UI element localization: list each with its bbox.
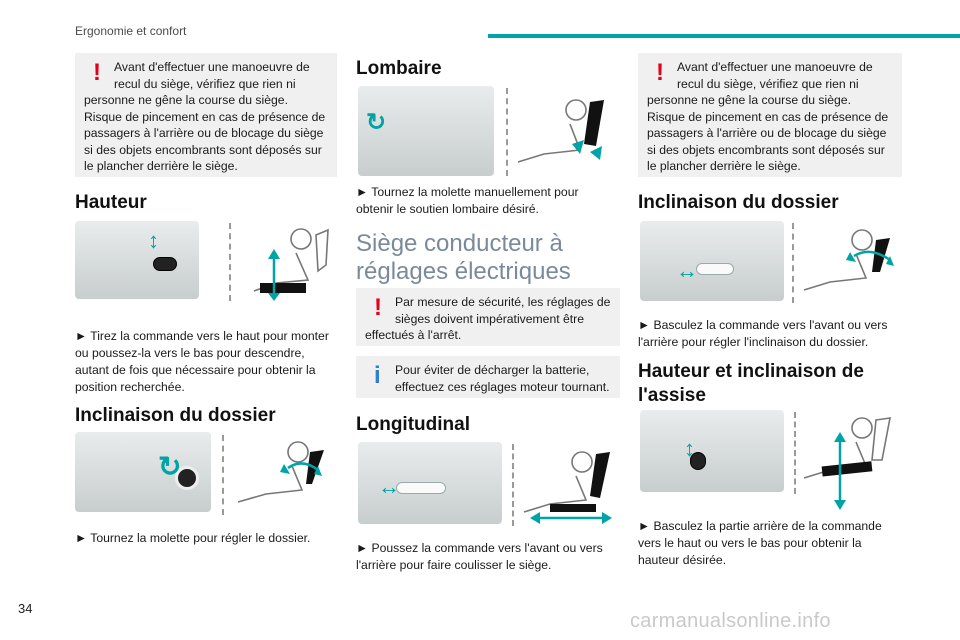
- warning-line: le plancher derrière le siège.: [647, 159, 801, 173]
- rotate-arrow-icon: ↻: [366, 109, 387, 136]
- warning-box-col1: ! Avant d'effectuer une manoeuvre de rec…: [75, 53, 337, 177]
- warning-line: personne ne gêne la course du siège.: [84, 93, 288, 107]
- figure-divider: [512, 444, 514, 526]
- seated-person-lumbar-icon: [517, 99, 604, 163]
- seated-person-cushion-icon: [803, 417, 891, 510]
- up-down-arrow-icon: ↕: [148, 228, 159, 253]
- title-line: Siège conducteur à: [356, 230, 563, 257]
- text-line: ► Basculez la partie arrière de la comma…: [638, 519, 882, 533]
- figure-divider: [794, 412, 796, 494]
- text-line: l'arrière pour faire coulisser le siège.: [356, 558, 552, 572]
- warning-line: passagers à l'arrière ou de blocage du s…: [647, 126, 887, 140]
- text-line: obtenir le soutien lombaire désiré.: [356, 202, 539, 216]
- height-lever-icon: [153, 257, 177, 271]
- figure-divider: [792, 223, 794, 303]
- figure-divider: [229, 223, 231, 301]
- left-right-arrow-icon: ↔: [676, 258, 698, 283]
- recline-knob-icon: [175, 466, 199, 490]
- seat-recline-illustration: [75, 432, 211, 512]
- text-line: hauteur désirée.: [638, 553, 727, 567]
- page-number: 34: [18, 601, 33, 616]
- warning-box-col3: ! Avant d'effectuer une manoeuvre de rec…: [638, 53, 902, 177]
- info-line: Pour éviter de décharger la batterie,: [395, 363, 590, 377]
- slide-switch-icon: [396, 482, 446, 494]
- text-line: vers le haut ou vers le bas pour obtenir…: [638, 536, 862, 550]
- warning-line: Avant d'effectuer une manoeuvre de: [677, 60, 873, 74]
- warning-line: sièges doivent impérativement être: [395, 311, 585, 326]
- seat-cushion-illustration: [640, 410, 784, 492]
- seat-electric-recline-illustration: [640, 221, 784, 301]
- section-title-electrique: Siège conducteur à réglages électriques: [356, 230, 571, 286]
- warning-icon: !: [656, 59, 664, 86]
- title-line: réglages électriques: [356, 258, 571, 285]
- text-line: ► Tournez la molette manuellement pour: [356, 185, 579, 199]
- text-line: l'arrière pour régler l'inclinaison du d…: [638, 335, 869, 349]
- text-line: autant de fois que nécessaire pour obten…: [75, 363, 316, 377]
- warning-line: recul du siège, vérifiez que rien ni: [114, 76, 296, 91]
- inclinaison-text: ► Tournez la molette pour régler le doss…: [75, 530, 337, 547]
- rotate-arrow-icon: ↻: [158, 451, 182, 482]
- section-title-inclinaison: Inclinaison du dossier: [75, 405, 276, 426]
- figure-divider: [222, 435, 224, 515]
- hauteur-text: ► Tirez la commande vers le haut pour mo…: [75, 328, 337, 396]
- left-right-arrow-icon: ↔: [378, 474, 400, 499]
- warning-line: Risque de pincement en cas de présence d…: [84, 109, 326, 124]
- figure-divider: [506, 88, 508, 176]
- seated-person-electric-recline-icon: [803, 229, 894, 291]
- longitudinal-text: ► Poussez la commande vers l'avant ou ve…: [356, 540, 618, 574]
- seat-slide-illustration: [358, 442, 502, 524]
- inclinaison-electrique-text: ► Basculez la commande vers l'avant ou v…: [638, 317, 904, 351]
- assise-text: ► Basculez la partie arrière de la comma…: [638, 518, 904, 569]
- warning-icon: !: [374, 294, 382, 321]
- section-title-lombaire: Lombaire: [356, 58, 442, 79]
- section-title-assise: Hauteur et inclinaison de l'assise: [638, 360, 864, 408]
- seated-person-height-icon: [253, 228, 329, 301]
- page-header-title: Ergonomie et confort: [75, 24, 187, 38]
- info-box-col2: i Pour éviter de décharger la batterie, …: [356, 356, 620, 398]
- text-line: ► Tirez la commande vers le haut pour mo…: [75, 329, 329, 343]
- seat-height-illustration: [75, 221, 199, 299]
- warning-line: Risque de pincement en cas de présence d…: [647, 109, 889, 124]
- warning-line: personne ne gêne la course du siège.: [647, 93, 851, 107]
- warning-box-col2: ! Par mesure de sécurité, les réglages d…: [356, 288, 620, 346]
- warning-line: effectués à l'arrêt.: [365, 328, 462, 342]
- warning-line: recul du siège, vérifiez que rien ni: [677, 76, 859, 91]
- header-accent-bar: [488, 34, 960, 38]
- text-line: ► Basculez la commande vers l'avant ou v…: [638, 318, 888, 332]
- watermark: carmanualsonline.info: [630, 610, 831, 632]
- seat-lumbar-illustration: [358, 86, 494, 176]
- info-icon: i: [374, 362, 381, 389]
- warning-line: Avant d'effectuer une manoeuvre de: [114, 60, 310, 74]
- cushion-switch-icon: [690, 452, 706, 470]
- text-line: ► Poussez la commande vers l'avant ou ve…: [356, 541, 603, 555]
- warning-line: passagers à l'arrière ou de blocage du s…: [84, 126, 324, 140]
- text-line: ou poussez-la vers le bas pour descendre…: [75, 346, 305, 360]
- recline-switch-icon: [696, 263, 734, 275]
- text-line: ► Tournez la molette pour régler le doss…: [75, 531, 311, 545]
- seated-person-recline-icon: [237, 441, 324, 503]
- section-title-inclinaison-electrique: Inclinaison du dossier: [638, 192, 839, 213]
- warning-line: le plancher derrière le siège.: [84, 159, 238, 173]
- up-down-arrow-icon: ↕: [684, 436, 695, 461]
- title-line: Hauteur et inclinaison de: [638, 361, 864, 382]
- section-title-longitudinal: Longitudinal: [356, 414, 470, 435]
- seated-person-slide-icon: [523, 451, 612, 524]
- section-title-hauteur: Hauteur: [75, 192, 147, 213]
- title-line: l'assise: [638, 385, 706, 406]
- warning-icon: !: [93, 59, 101, 86]
- text-line: position recherchée.: [75, 380, 185, 394]
- warning-line: si des objets encombrants sont déposés s…: [84, 142, 322, 157]
- info-line: effectuez ces réglages moteur tournant.: [395, 379, 610, 394]
- warning-line: Par mesure de sécurité, les réglages de: [395, 295, 611, 309]
- warning-line: si des objets encombrants sont déposés s…: [647, 142, 885, 157]
- lombaire-text: ► Tournez la molette manuellement pour o…: [356, 184, 618, 218]
